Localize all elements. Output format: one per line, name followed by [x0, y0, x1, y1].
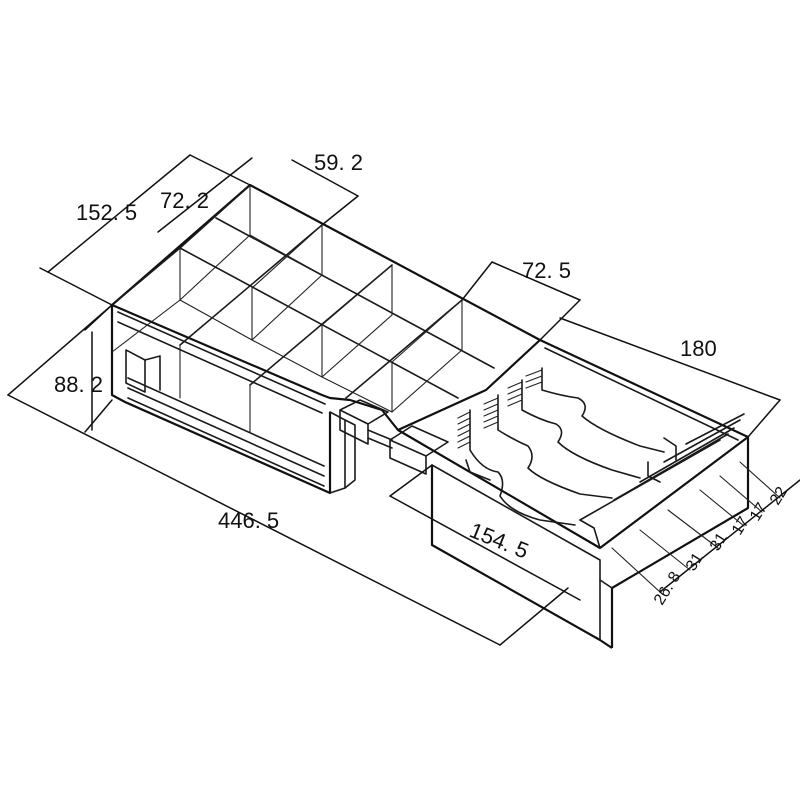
bill-tray-inner-rim — [544, 347, 739, 441]
clip-spring-hatch-1 — [457, 411, 471, 449]
front-face-lip — [117, 321, 323, 414]
latch-box-1 — [339, 399, 389, 445]
clip-spring-hatch-4 — [525, 369, 543, 389]
bill-clip-3 — [521, 379, 641, 479]
slot-divider-3 — [639, 427, 735, 483]
dim-ext-152-5-b — [189, 154, 251, 186]
dim-ext-72-5-b — [539, 299, 581, 341]
dim-ext-72-5-a — [461, 261, 493, 301]
cell-divider-short-5 — [345, 299, 463, 399]
dim-ext-154-5 — [389, 464, 433, 497]
dim-ext-slot-2 — [639, 529, 691, 571]
cell-floor-2 — [251, 224, 323, 289]
dim-label-152-5: 152. 5 — [76, 200, 137, 225]
cell-divider-short-3 — [179, 224, 323, 346]
bill-tray-outline — [539, 339, 750, 648]
clip-spring-hatch-3 — [507, 381, 523, 407]
coin-cell-grid — [111, 184, 495, 433]
front-face — [110, 305, 332, 495]
dim-label-slot-3: 31 — [707, 530, 731, 554]
dim-label-slot-6: 22 — [767, 484, 791, 508]
bill-tray — [339, 339, 750, 649]
dim-line-slots — [659, 479, 800, 593]
cell-divider-short-2 — [179, 184, 251, 249]
front-right-post — [329, 411, 346, 494]
front-rail-base — [127, 397, 325, 487]
slot-tab-2 — [663, 437, 677, 461]
front-face-window — [125, 349, 146, 393]
latch-box-2 — [389, 425, 449, 475]
dim-label-88-2: 88. 2 — [54, 372, 103, 397]
dim-label-72-5: 72. 5 — [522, 258, 571, 283]
slot-tab-4 — [465, 459, 491, 481]
front-rail-upper — [127, 377, 325, 467]
cell-floor-6 — [321, 349, 463, 413]
clip-spring-hatch-2 — [483, 397, 499, 429]
slot-tab-1 — [647, 461, 661, 483]
dim-label-154-5: 154. 5 — [466, 517, 532, 563]
dim-label-180: 180 — [680, 336, 717, 361]
lower-front-panel-top — [431, 464, 601, 641]
dim-line-180 — [559, 317, 781, 401]
cell-divider-short-1 — [111, 247, 181, 306]
dim-line-446-5 — [7, 394, 501, 646]
dim-ext-152-5-a — [39, 267, 113, 306]
dim-line-152-5 — [47, 154, 191, 273]
dim-ext-446-5-a — [7, 304, 113, 396]
cell-divider-long-2 — [215, 217, 495, 369]
slot-tab-3 — [579, 519, 601, 549]
coin-tray-outline — [110, 183, 542, 432]
drawer-body — [110, 183, 542, 495]
dim-label-72-2: 72. 2 — [160, 188, 209, 213]
slot-divider-5 — [685, 413, 745, 445]
cell-floor-1 — [179, 234, 323, 341]
lower-front-panel-side — [599, 579, 613, 589]
dim-line-154-5 — [389, 495, 581, 601]
dim-label-59-2: 59. 2 — [314, 150, 363, 175]
dim-ext-slot-5 — [719, 475, 763, 513]
dim-ext-446-5-b — [499, 587, 569, 646]
bill-clip-2 — [497, 394, 613, 499]
dim-label-slot-4: 17 — [729, 514, 753, 538]
bill-clip-1 — [469, 409, 576, 526]
front-face-step — [144, 355, 161, 391]
front-face-inner-top — [117, 311, 326, 405]
bill-clip-4 — [541, 367, 665, 453]
lower-front-panel — [430, 465, 613, 649]
dimension-lines — [7, 154, 800, 646]
dim-label-446-5: 446. 5 — [218, 508, 279, 533]
dim-ext-59-2 — [321, 195, 359, 226]
front-rail-lower — [127, 387, 325, 477]
dim-label-slot-2: 31 — [683, 550, 707, 574]
dim-line-59-2 — [291, 159, 359, 197]
dim-ext-slot-3 — [667, 509, 719, 549]
slot-divider-2 — [613, 433, 729, 501]
dim-label-slot-5: 17 — [747, 500, 771, 524]
dim-ext-180 — [747, 399, 781, 438]
cell-floor-4 — [391, 299, 463, 363]
front-right-post-2 — [344, 419, 356, 489]
dim-ext-88-2-bot — [84, 399, 113, 433]
dim-line-72-5 — [491, 261, 581, 301]
cell-divider-long-1 — [179, 247, 459, 399]
dim-ext-slot-4 — [699, 489, 745, 527]
cell-floor-3 — [321, 264, 393, 326]
latch-rod — [367, 429, 393, 449]
cell-floor-7 — [111, 299, 181, 353]
dim-line-72-2 — [157, 157, 253, 233]
dim-ext-slot-6 — [739, 461, 781, 499]
dim-ext-slot-1 — [611, 547, 661, 593]
